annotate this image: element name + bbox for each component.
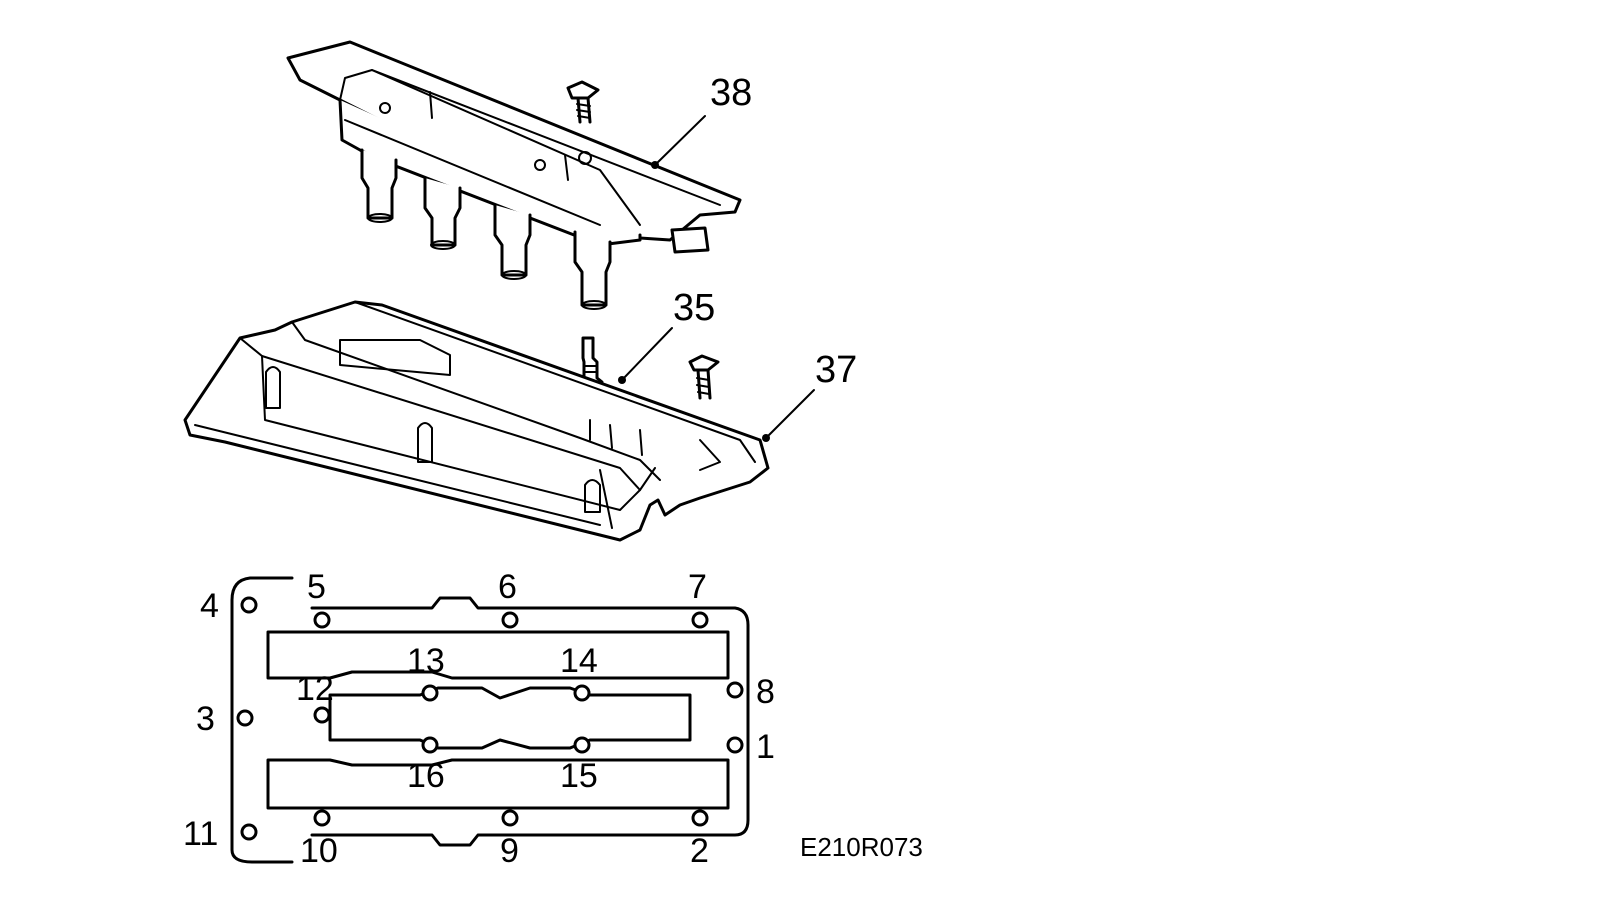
leader-dot-35	[618, 376, 626, 384]
leader-line-37	[765, 389, 815, 439]
bolt-number-6: 6	[498, 568, 517, 606]
bolt-number-8: 8	[756, 673, 775, 711]
bolt-number-3: 3	[196, 700, 215, 738]
bolt-number-1: 1	[756, 728, 775, 766]
bolt-hole-5	[313, 611, 331, 629]
bolt-hole-7	[691, 611, 709, 629]
bolt-number-10: 10	[300, 832, 338, 870]
label-35: 35	[673, 287, 715, 329]
ignition-coil-cassette	[286, 40, 742, 310]
bolt-number-5: 5	[307, 568, 326, 606]
bolt-hole-10	[313, 809, 331, 827]
coil-tower-2	[423, 176, 462, 250]
leader-dot-37	[762, 434, 770, 442]
bolt-number-2: 2	[690, 832, 709, 870]
leader-dot-38	[651, 161, 659, 169]
bolt-hole-16	[421, 736, 439, 754]
bolt-hole-2	[691, 809, 709, 827]
label-38: 38	[710, 72, 752, 114]
bolt-number-4: 4	[200, 587, 219, 625]
label-37: 37	[815, 349, 857, 391]
coil-tower-4	[573, 230, 612, 310]
leader-line-35	[621, 327, 673, 381]
bolt-hole-14	[573, 684, 591, 702]
coil-tower-1	[360, 148, 398, 223]
bolt-hole-3	[236, 709, 254, 727]
cassette-bolt	[566, 80, 600, 124]
leader-line-38	[654, 115, 706, 166]
bolt-number-16: 16	[407, 757, 445, 795]
bolt-hole-11	[240, 823, 258, 841]
bolt-hole-13	[421, 684, 439, 702]
bolt-number-12: 12	[296, 670, 334, 708]
bolt-number-15: 15	[560, 757, 598, 795]
bolt-number-11: 11	[183, 815, 218, 853]
bolt-number-13: 13	[407, 642, 445, 680]
bolt-sequence-plan: 1 2 3 4 5 6 7 8 9 10 11 12 13 14 15 16	[183, 568, 775, 870]
valve-cover	[183, 300, 770, 542]
bolt-number-7: 7	[688, 568, 707, 606]
bolt-number-9: 9	[500, 832, 519, 870]
bolt-hole-9	[501, 809, 519, 827]
drawing-code: E210R073	[800, 832, 923, 862]
bolt-hole-6	[501, 611, 519, 629]
bolt-hole-12	[313, 706, 331, 724]
bolt-hole-4	[240, 596, 258, 614]
bolt-hole-1	[726, 736, 744, 754]
cover-bolt	[688, 354, 720, 400]
bolt-hole-15	[573, 736, 591, 754]
bolt-number-14: 14	[560, 642, 598, 680]
coil-tower-3	[493, 203, 532, 280]
bolt-hole-8	[726, 681, 744, 699]
